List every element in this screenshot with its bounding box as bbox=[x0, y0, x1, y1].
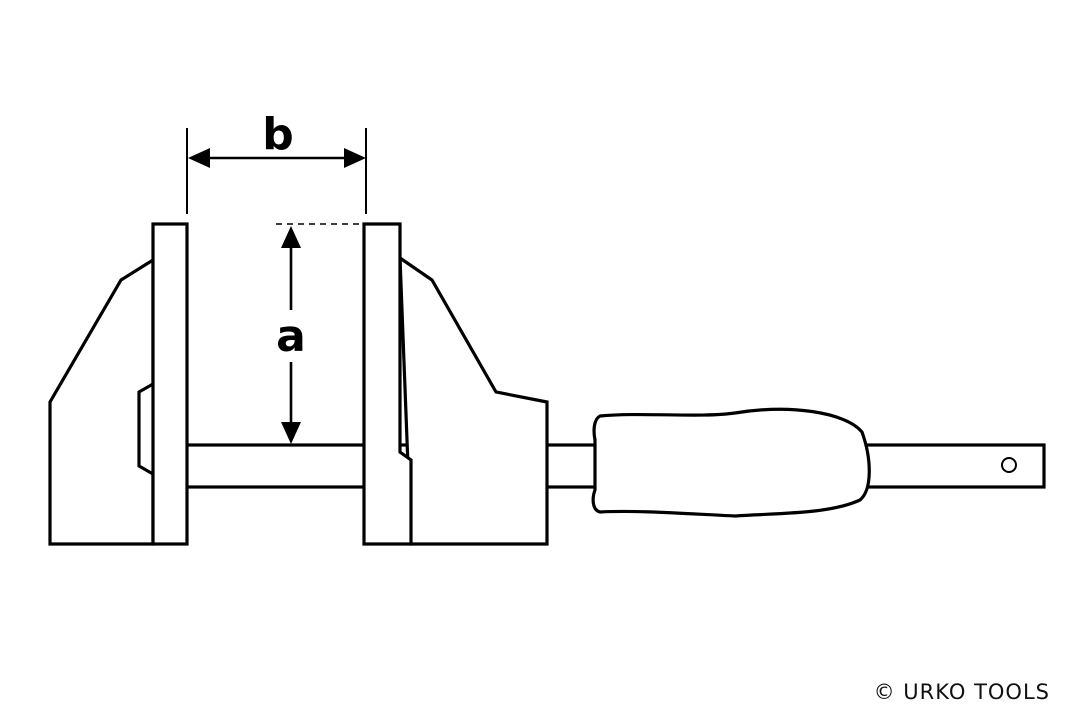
clamp-handle bbox=[591, 407, 871, 518]
sliding-jaw-body bbox=[398, 254, 549, 546]
copyright-notice: © URKO TOOLS bbox=[873, 680, 1050, 704]
dimension-b-arrow-right bbox=[344, 148, 366, 168]
sliding-jaw-face bbox=[362, 222, 413, 546]
dimension-a-arrow-bottom bbox=[281, 422, 301, 444]
bar-end-hole bbox=[1001, 457, 1017, 473]
dimension-b-arrow-left bbox=[188, 148, 210, 168]
dimension-a-label: a bbox=[276, 311, 306, 362]
fixed-jaw-face bbox=[151, 222, 189, 546]
dimension-b-label: b bbox=[262, 109, 294, 160]
dimension-a-arrow-top bbox=[281, 226, 301, 248]
fixed-jaw-body bbox=[48, 257, 155, 546]
